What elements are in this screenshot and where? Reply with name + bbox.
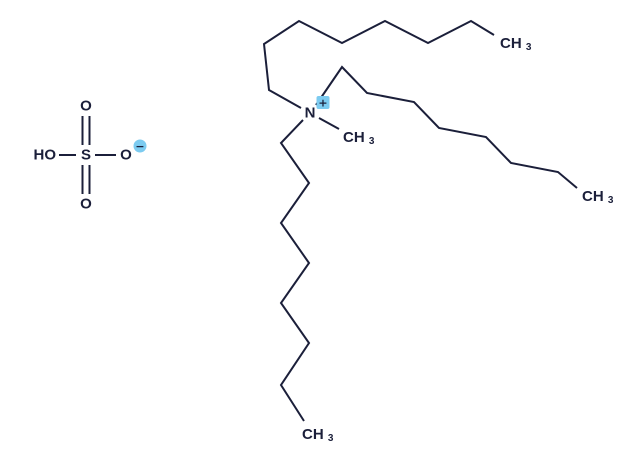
plus-charge-highlight bbox=[316, 96, 330, 109]
ammonium-cation: N + CH 3 CH 3 CH 3 CH bbox=[262, 19, 614, 444]
minus-charge-sign: − bbox=[135, 140, 144, 153]
octyl-right-terminal-label: CH 3 bbox=[582, 188, 614, 206]
methyl-ch: CH bbox=[343, 129, 365, 146]
octyl-top-terminal-label: CH 3 bbox=[500, 35, 532, 53]
octyl-right-ch: CH bbox=[582, 188, 604, 205]
methyl-group-label: CH 3 bbox=[343, 129, 375, 147]
hydrogen-sulfate-anion: HO S O O O − bbox=[34, 98, 147, 213]
bond-n-methyl bbox=[318, 117, 340, 130]
octyl-bottom-sub3: 3 bbox=[328, 433, 334, 444]
octyl-top-sub3: 3 bbox=[526, 42, 532, 53]
methyl-sub3: 3 bbox=[369, 136, 375, 147]
atom-label-ho: HO bbox=[34, 147, 57, 164]
atom-label-oxygen-top: O bbox=[80, 98, 92, 115]
anion-bond-lines bbox=[59, 116, 116, 194]
octyl-top-ch: CH bbox=[500, 35, 522, 52]
cation-bond-lines bbox=[262, 19, 578, 422]
atom-label-nitrogen: N bbox=[305, 105, 316, 122]
octyl-chain-right-bonds bbox=[315, 65, 578, 189]
plus-charge-sign: + bbox=[318, 97, 327, 110]
minus-charge-badge: − bbox=[133, 139, 147, 153]
octyl-bottom-terminal-label: CH 3 bbox=[302, 426, 334, 444]
atom-label-oxygen-bottom: O bbox=[80, 196, 92, 213]
plus-charge-badge: + bbox=[316, 96, 330, 110]
atom-label-sulfur: S bbox=[81, 147, 91, 164]
minus-charge-highlight bbox=[133, 139, 147, 153]
octyl-chain-top-bonds bbox=[262, 19, 495, 109]
atom-label-oxygen-right: O bbox=[120, 147, 132, 164]
octyl-right-sub3: 3 bbox=[608, 195, 614, 206]
octyl-bottom-ch: CH bbox=[302, 426, 324, 443]
octyl-chain-bottom-bonds bbox=[279, 119, 311, 422]
